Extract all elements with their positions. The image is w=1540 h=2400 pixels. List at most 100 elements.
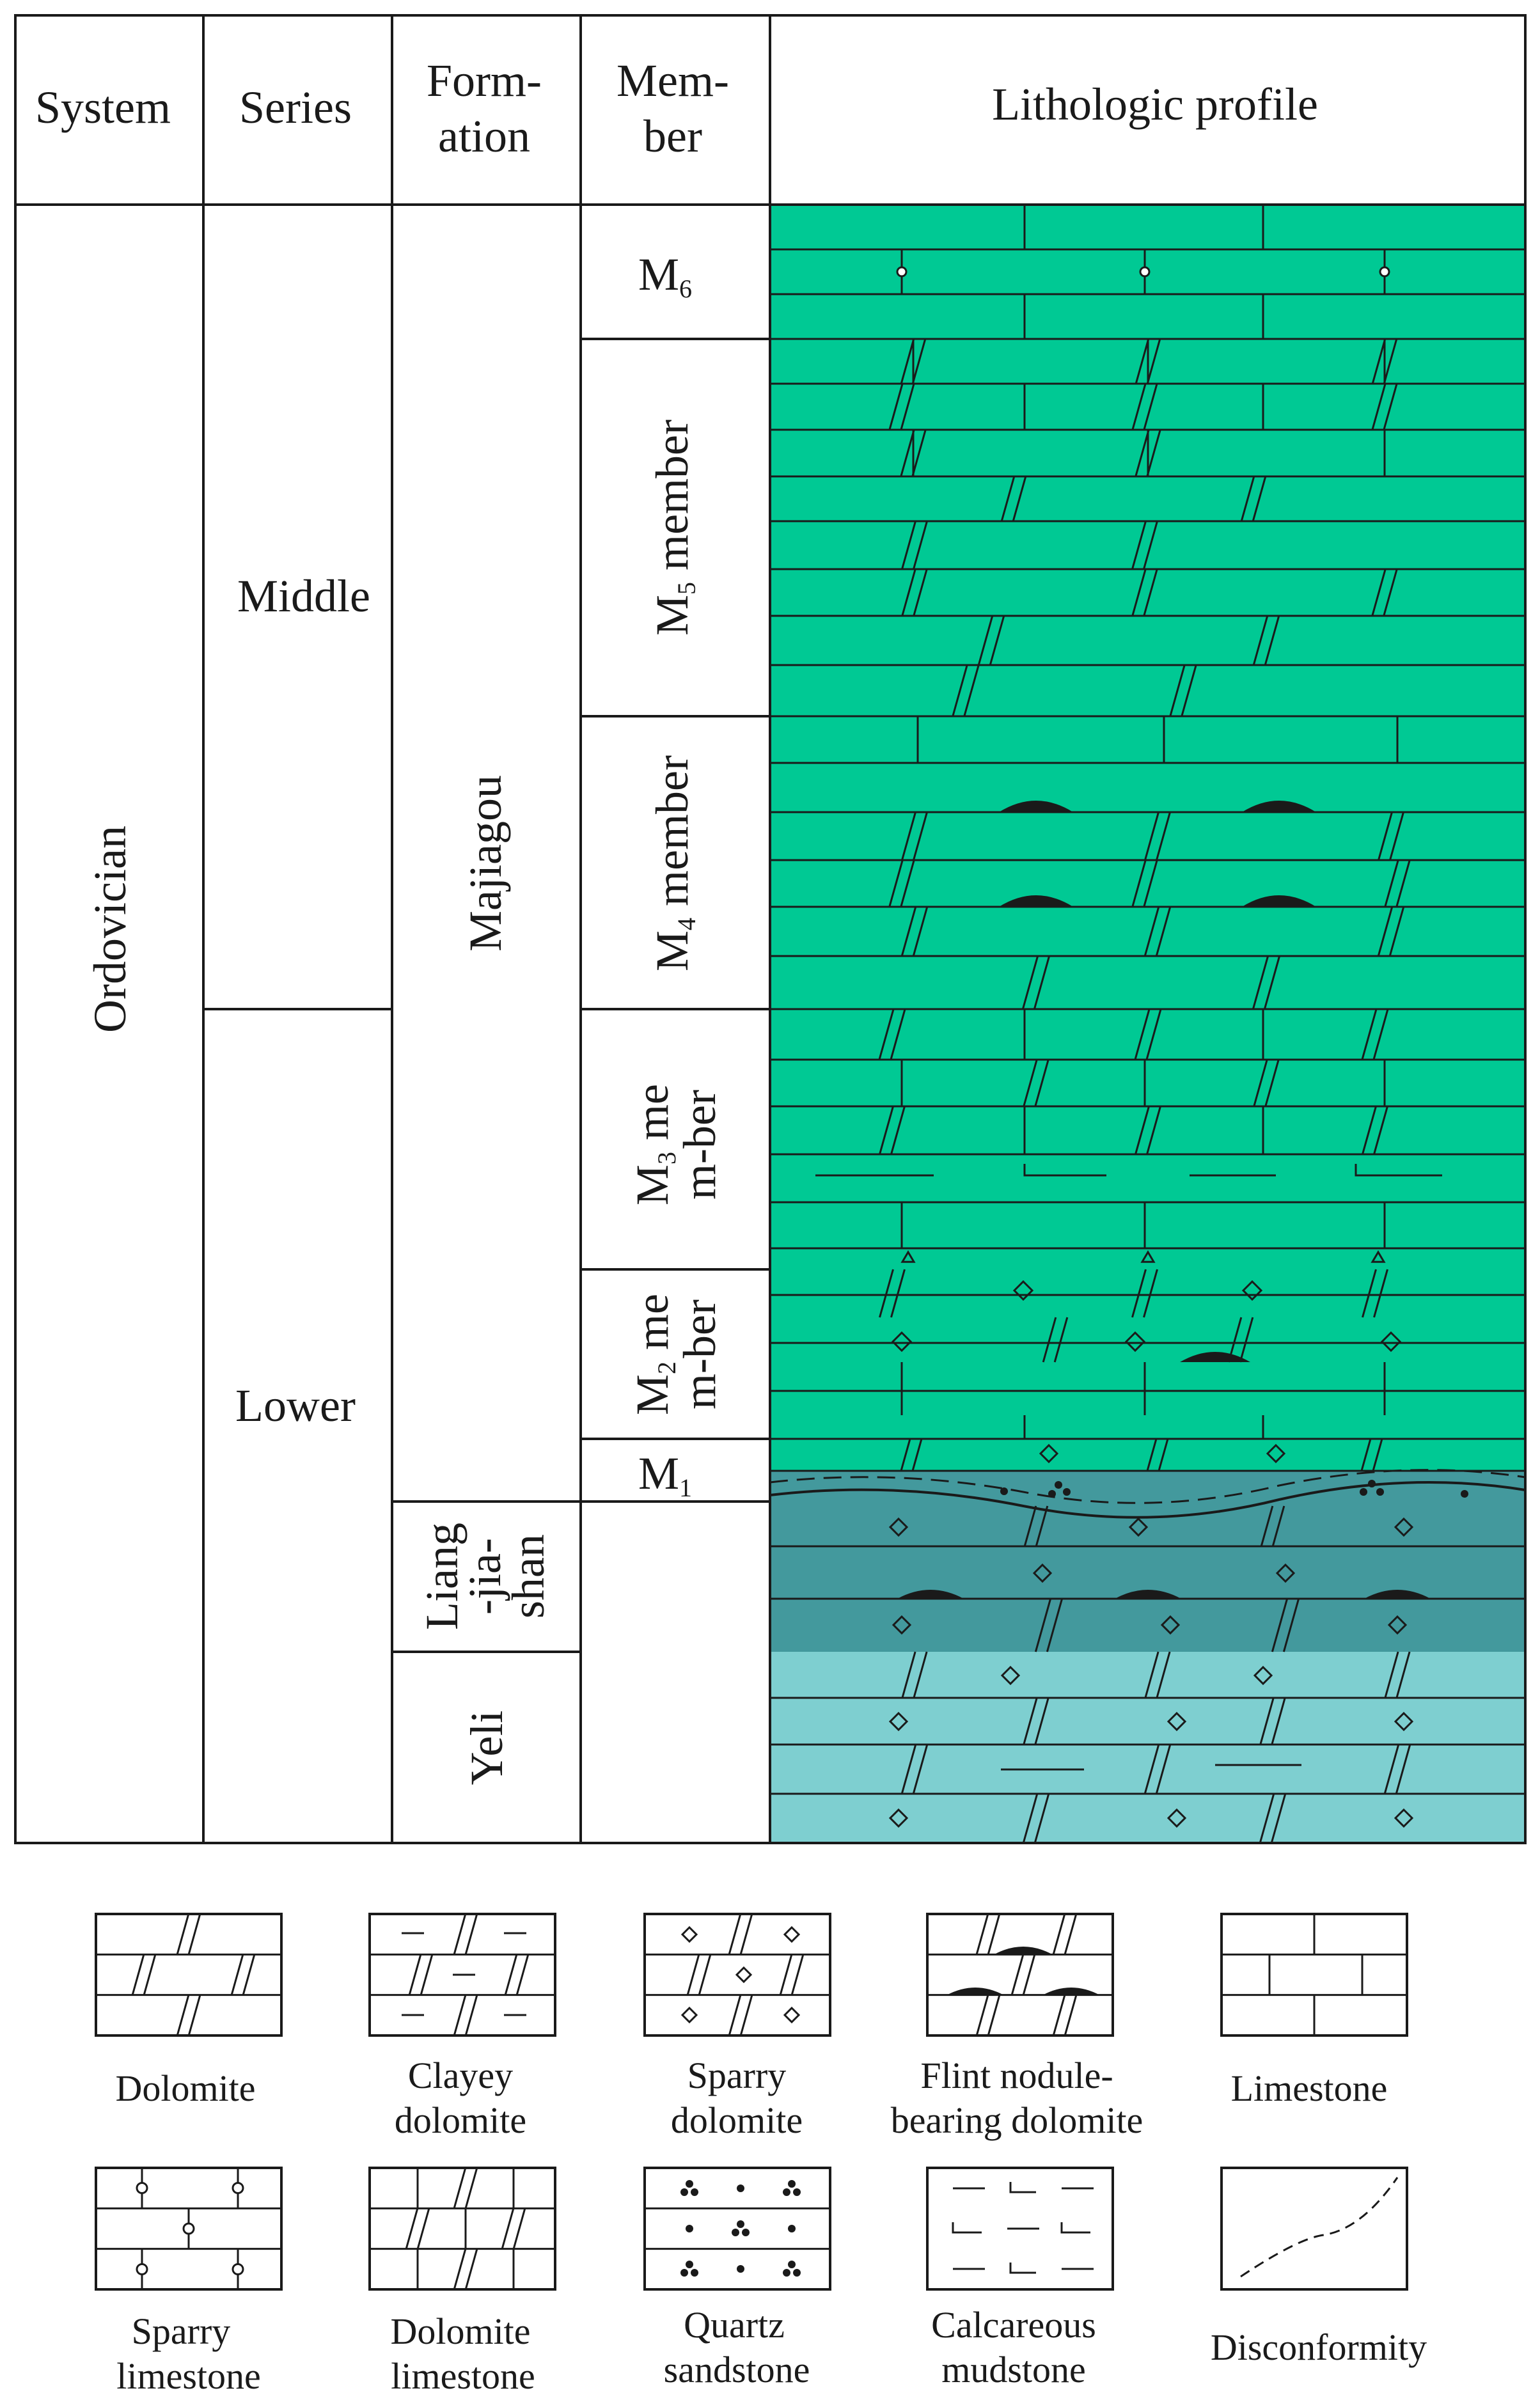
legend-label-clayey-dolomite-line1: Clayey <box>408 2055 513 2096</box>
quartz-grain <box>737 2220 744 2228</box>
dolomite-slash <box>1270 1793 1287 1844</box>
legend-swatch-frame <box>643 2167 831 2291</box>
quartz-grain <box>793 2188 801 2196</box>
disconformity-surface <box>769 1469 1526 1652</box>
legend-label-dolomite-limestone-line1: Dolomite <box>390 2310 530 2352</box>
dolomite-slash <box>900 1438 911 1471</box>
dolomite-slash <box>728 1913 742 1955</box>
member-m6-subscript: 6 <box>679 274 692 303</box>
dolomite-slash <box>1052 1995 1066 2036</box>
legend-labels: Dolomite Clayey dolomite Sparry dolomite… <box>115 2055 1427 2397</box>
dolomite-slash <box>1156 812 1171 861</box>
dolomite-slash <box>1134 1008 1151 1060</box>
formation-liangjiashan-line3: shan <box>503 1534 554 1619</box>
dolomite-slash <box>1046 1598 1064 1652</box>
dolomite-slash <box>464 1995 478 2036</box>
yeli-pattern <box>770 1651 1525 1844</box>
dolomite-slash <box>501 2208 515 2250</box>
dolomite-slash <box>1239 1317 1254 1363</box>
dolomite-slash <box>1143 1744 1160 1794</box>
spar-circle <box>1139 266 1151 278</box>
sparry-diamond <box>888 1517 909 1537</box>
sparry-diamond <box>783 1925 801 1943</box>
quartz-grain <box>788 2261 796 2268</box>
legend-label-dolomite: Dolomite <box>115 2067 255 2109</box>
table-grid <box>14 14 1527 1844</box>
legend-label-flint-nodule-line1: Flint nodule- <box>920 2055 1113 2096</box>
legend-label-sparry-limestone-line1: Sparry <box>132 2310 231 2352</box>
legend-label-dolomite-limestone-line2: limestone <box>391 2355 535 2397</box>
dolomite-slash <box>901 521 916 570</box>
legend-swatch-frame <box>368 2167 556 2291</box>
header-series: Series <box>239 82 352 133</box>
dolomite-slash <box>1145 1008 1162 1060</box>
dolomite-slash <box>912 1744 929 1794</box>
flint-nodule <box>994 1947 1052 1954</box>
sparry-diamond <box>1039 1443 1059 1464</box>
sparry-diamond <box>1394 1808 1414 1828</box>
dolomite-slash <box>1388 906 1405 957</box>
member-m4: M4 member <box>647 755 701 971</box>
legend-label-flint-nodule-line2: bearing dolomite <box>891 2099 1143 2141</box>
dolomite-slash <box>1010 1954 1025 1996</box>
quartz-sandstone-icon <box>643 2167 831 2291</box>
series-lower: Lower <box>235 1380 356 1431</box>
dolomite-slash <box>1383 569 1398 616</box>
flint-nodule <box>999 801 1073 812</box>
dolomite-icon <box>95 1913 283 2037</box>
dolomite-slash <box>1181 664 1197 717</box>
dolomite-slash <box>1169 664 1186 717</box>
quartz-grain <box>691 2188 698 2196</box>
dolomite-slash <box>890 1269 906 1318</box>
dolomite-slash <box>1383 338 1398 384</box>
dolomite-slash <box>1143 1269 1158 1318</box>
dolomite-slash <box>1371 338 1387 384</box>
dolomite-slash <box>1384 859 1399 907</box>
dolomite-slash <box>1395 1744 1411 1794</box>
sparry-diamond <box>1380 1331 1402 1353</box>
sparry-diamond <box>888 1808 909 1828</box>
sparry-diamond <box>1124 1331 1146 1353</box>
dolomite-slash <box>420 1954 434 1996</box>
sparry-diamond <box>891 1331 913 1353</box>
dolomite-slash <box>1373 1269 1388 1318</box>
system-ordovician: Ordovician <box>84 826 136 1033</box>
sparry-diamond <box>892 1615 912 1635</box>
flint-nodule-dolomite-icon <box>926 1913 1114 2037</box>
m4-flint-nodule-dolomite <box>888 716 1411 1010</box>
dolomite-slash <box>1022 1954 1036 1996</box>
member-m5-main: M <box>647 595 698 636</box>
dolomite-slash <box>1144 812 1159 861</box>
header-formation-line2: ation <box>438 111 530 162</box>
dolomite-slash <box>900 338 915 384</box>
dolomite-slash <box>1012 476 1027 522</box>
quartz-grain <box>788 2225 796 2232</box>
dolomite-slash <box>1371 383 1387 430</box>
m3-dolomite-limestone <box>815 1008 1442 1263</box>
legend-label-clayey-dolomite-line2: dolomite <box>395 2099 526 2141</box>
dolomite-slash <box>416 2208 430 2250</box>
quartz-grain <box>1360 1488 1367 1496</box>
flint-nodule <box>999 895 1073 907</box>
dolomite-slash <box>779 1954 793 1996</box>
dolomite-slash <box>1131 1269 1147 1318</box>
dolomite-slash <box>131 1954 145 1996</box>
dolomite-slash <box>464 2248 478 2290</box>
dolomite-slash <box>1135 1106 1150 1155</box>
member-m2-rest: me <box>627 1294 678 1361</box>
dolomite-slash <box>1362 1106 1377 1155</box>
header-formation-line1: Form- <box>427 55 542 106</box>
legend-label-calcareous-mudstone-line2: mudstone <box>941 2349 1086 2390</box>
dolomite-slash <box>900 906 917 957</box>
dolomite-slash <box>1271 1598 1289 1652</box>
dolomite-slash <box>1240 476 1255 522</box>
dolomite-slash <box>1383 1744 1400 1794</box>
dolomite-slash <box>1155 906 1172 957</box>
dolomite-slash <box>1156 1651 1171 1698</box>
sparry-diamond <box>888 1711 909 1732</box>
dolomite-slash <box>1260 1505 1274 1547</box>
quartz-grain <box>732 2229 739 2236</box>
dolomite-slash <box>686 1954 700 1996</box>
dolomite-slash <box>987 1913 1001 1955</box>
dolomite-slash <box>890 1106 906 1155</box>
